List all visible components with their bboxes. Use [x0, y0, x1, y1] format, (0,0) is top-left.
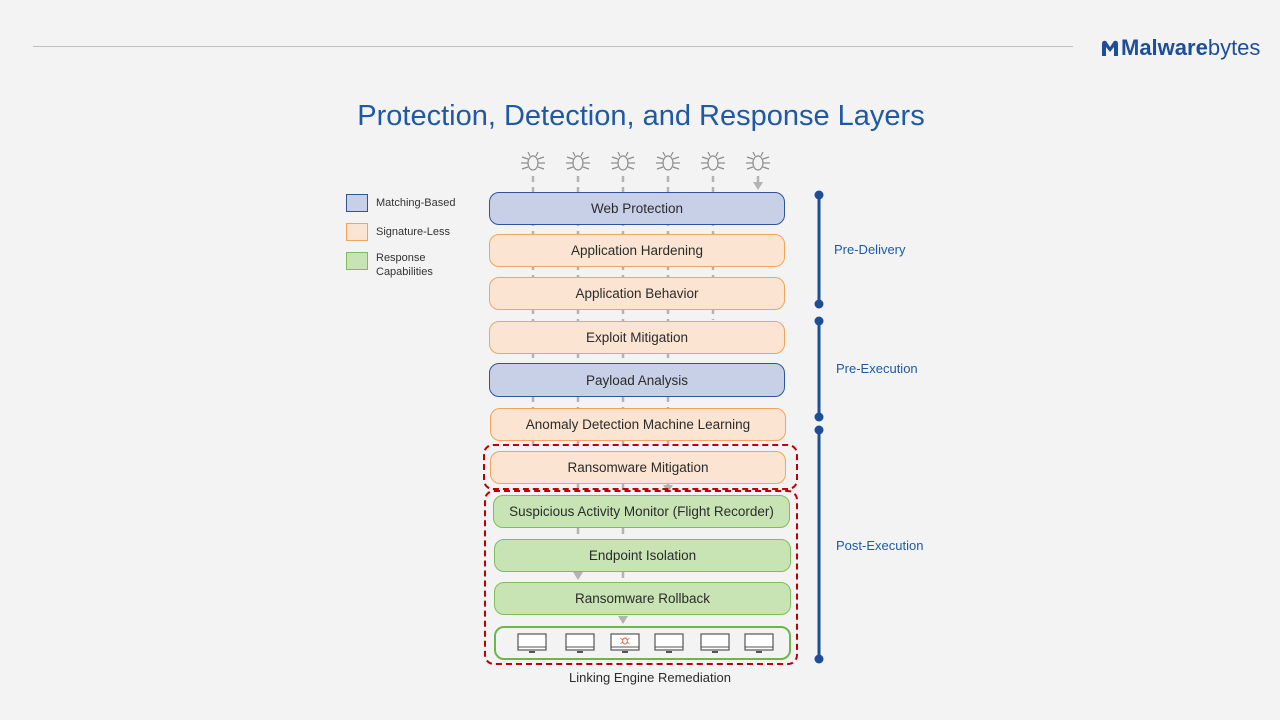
arrowhead: [573, 572, 583, 580]
page-title: Protection, Detection, and Response Laye…: [357, 100, 925, 132]
legend-response-capabilities: Response Capabilities: [346, 251, 448, 279]
endpoints-row: [494, 626, 791, 660]
arrowhead: [618, 616, 628, 624]
legend-swatch-orange: [346, 223, 368, 241]
logo-text-bold: Malware: [1121, 35, 1208, 60]
malware-bug-icon: [746, 151, 770, 171]
layer-ransomware-mitigation: Ransomware Mitigation: [490, 451, 786, 484]
layer-application-hardening: Application Hardening: [489, 234, 785, 267]
infected-computer-icon: [610, 633, 640, 653]
bracket-endpoint: [814, 299, 824, 309]
legend-swatch-blue: [346, 194, 368, 212]
linking-engine-caption: Linking Engine Remediation: [569, 670, 731, 685]
malware-bug-icon: [656, 151, 680, 171]
header-divider: [33, 46, 1073, 47]
legend-swatch-green: [346, 252, 368, 270]
layer-exploit-mitigation: Exploit Mitigation: [489, 321, 785, 354]
computer-monitor-icon: [700, 633, 730, 653]
bracket-endpoint: [814, 412, 824, 422]
legend-matching-based: Matching-Based: [346, 194, 456, 212]
legend-label: Response Capabilities: [376, 252, 433, 278]
layer-endpoint-isolation: Endpoint Isolation: [494, 539, 791, 572]
bracket-endpoint: [814, 316, 824, 326]
response-capabilities-highlight: [484, 490, 798, 665]
phase-pre-delivery: Pre-Delivery: [834, 242, 906, 257]
malware-bug-icon: [521, 151, 545, 171]
computer-monitor-icon: [517, 633, 547, 653]
layer-payload-analysis: Payload Analysis: [489, 363, 785, 397]
malware-bug-icon: [611, 151, 635, 171]
logo-text-light: bytes: [1207, 35, 1261, 60]
layer-anomaly-detection-machine-learning: Anomaly Detection Machine Learning: [490, 408, 786, 441]
computer-monitor-icon: [654, 633, 684, 653]
legend-label: Matching-Based: [376, 197, 456, 209]
layer-application-behavior: Application Behavior: [489, 277, 785, 310]
malware-bug-icon: [566, 151, 590, 171]
layer-suspicious-activity-monitor: Suspicious Activity Monitor (Flight Reco…: [493, 495, 790, 528]
malwarebytes-m-icon: [1102, 40, 1118, 56]
layer-ransomware-rollback: Ransomware Rollback: [494, 582, 791, 615]
ransomware-mitigation-highlight: [483, 444, 798, 490]
arrowhead: [753, 182, 763, 190]
phase-pre-execution: Pre-Execution: [836, 361, 918, 376]
legend-signature-less: Signature-Less: [346, 223, 450, 241]
malware-bug-icon: [701, 151, 725, 171]
bracket-endpoint: [814, 425, 824, 435]
computer-monitor-icon: [744, 633, 774, 653]
bracket-endpoint: [814, 190, 824, 200]
legend-label: Signature-Less: [376, 226, 450, 238]
layer-web-protection: Web Protection: [489, 192, 785, 225]
bracket-endpoint: [814, 654, 824, 664]
computer-monitor-icon: [565, 633, 595, 653]
phase-post-execution: Post-Execution: [836, 538, 924, 553]
